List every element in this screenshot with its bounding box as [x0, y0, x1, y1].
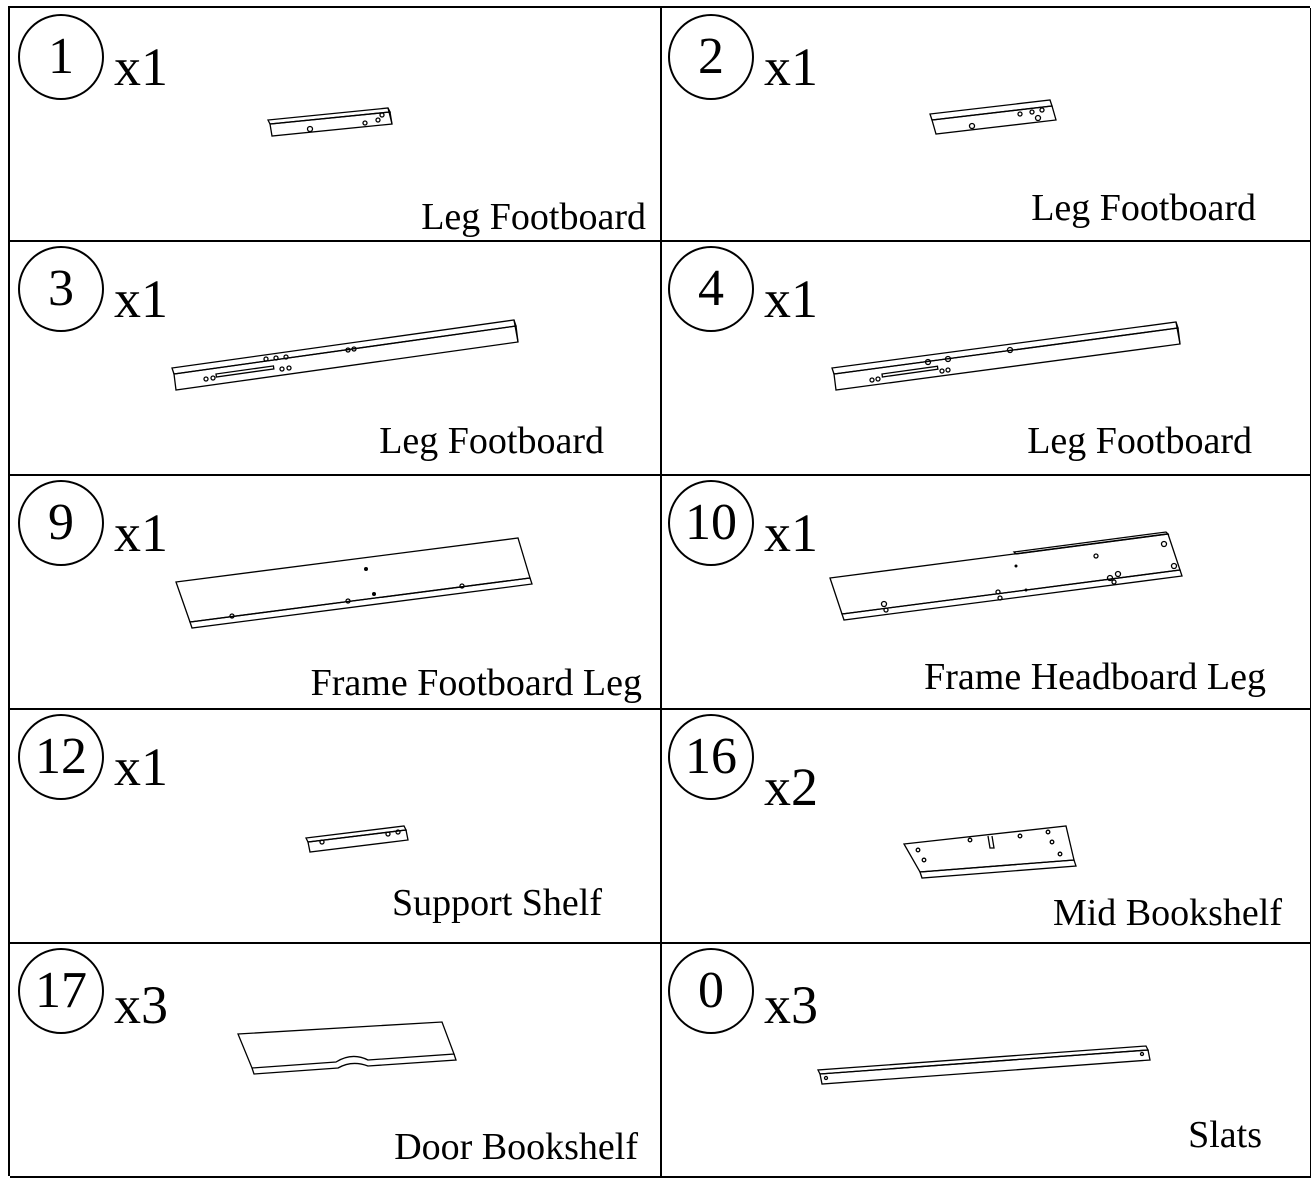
- part-number-badge: 1: [18, 14, 104, 100]
- part-quantity: x1: [764, 37, 818, 97]
- part-name: Leg Footboard: [379, 420, 604, 462]
- part-cell-17: 17 x3 Door Bookshelf: [10, 942, 662, 1178]
- part-quantity: x1: [114, 37, 168, 97]
- part-name: Frame Headboard Leg: [924, 656, 1266, 698]
- part-number-badge: 17: [18, 948, 104, 1034]
- part-quantity: x3: [114, 975, 168, 1035]
- part-cell-0: 0 x3 Slats: [660, 942, 1311, 1178]
- part-quantity: x1: [764, 269, 818, 329]
- part-cell-2: 2 x1 Leg Footboard: [660, 8, 1311, 242]
- part-cell-1: 1 x1 Leg Footboard: [10, 8, 662, 242]
- parts-grid: 1 x1 Leg Footboard 2 x1 Leg Footboard 3: [8, 6, 1311, 1178]
- part-cell-16: 16 x2 Mid Bookshelf: [660, 708, 1311, 944]
- part-quantity: x1: [114, 503, 168, 563]
- part-name: Slats: [1188, 1114, 1262, 1156]
- part-quantity: x3: [764, 975, 818, 1035]
- part-drawing: [237, 1021, 457, 1075]
- part-drawing: [902, 825, 1077, 879]
- part-name: Leg Footboard: [1031, 187, 1256, 229]
- part-name: Mid Bookshelf: [1052, 892, 1282, 934]
- part-drawing: [175, 537, 533, 629]
- part-number-badge: 16: [668, 714, 754, 800]
- part-number-badge: 10: [668, 480, 754, 566]
- part-drawing: [829, 531, 1183, 621]
- part-number-badge: 2: [668, 14, 754, 100]
- part-number-badge: 3: [18, 246, 104, 332]
- part-cell-12: 12 x1 Support Shelf: [10, 708, 662, 944]
- part-drawing: [831, 321, 1181, 391]
- part-number-badge: 12: [18, 714, 104, 800]
- part-drawing: [305, 825, 409, 853]
- part-cell-3: 3 x1 Leg Footboard: [10, 240, 662, 476]
- part-drawing: [929, 99, 1057, 135]
- part-name: Frame Footboard Leg: [310, 662, 642, 704]
- part-drawing: [266, 107, 393, 137]
- part-number-badge: 0: [668, 948, 754, 1034]
- part-number-badge: 9: [18, 480, 104, 566]
- part-quantity: x2: [764, 757, 818, 817]
- part-number-badge: 4: [668, 246, 754, 332]
- part-drawing: [171, 319, 519, 391]
- part-name: Leg Footboard: [421, 196, 646, 238]
- part-drawing: [816, 1045, 1151, 1085]
- part-cell-9: 9 x1 Frame Footboard Leg: [10, 474, 662, 710]
- part-cell-10: 10 x1 Frame Headboard Leg: [660, 474, 1311, 710]
- part-name: Support Shelf: [391, 882, 602, 924]
- part-name: Door Bookshelf: [394, 1126, 638, 1168]
- part-cell-4: 4 x1 Leg Footboard: [660, 240, 1311, 476]
- part-name: Leg Footboard: [1027, 420, 1252, 462]
- part-quantity: x1: [114, 737, 168, 797]
- part-quantity: x1: [764, 503, 818, 563]
- part-quantity: x1: [114, 269, 168, 329]
